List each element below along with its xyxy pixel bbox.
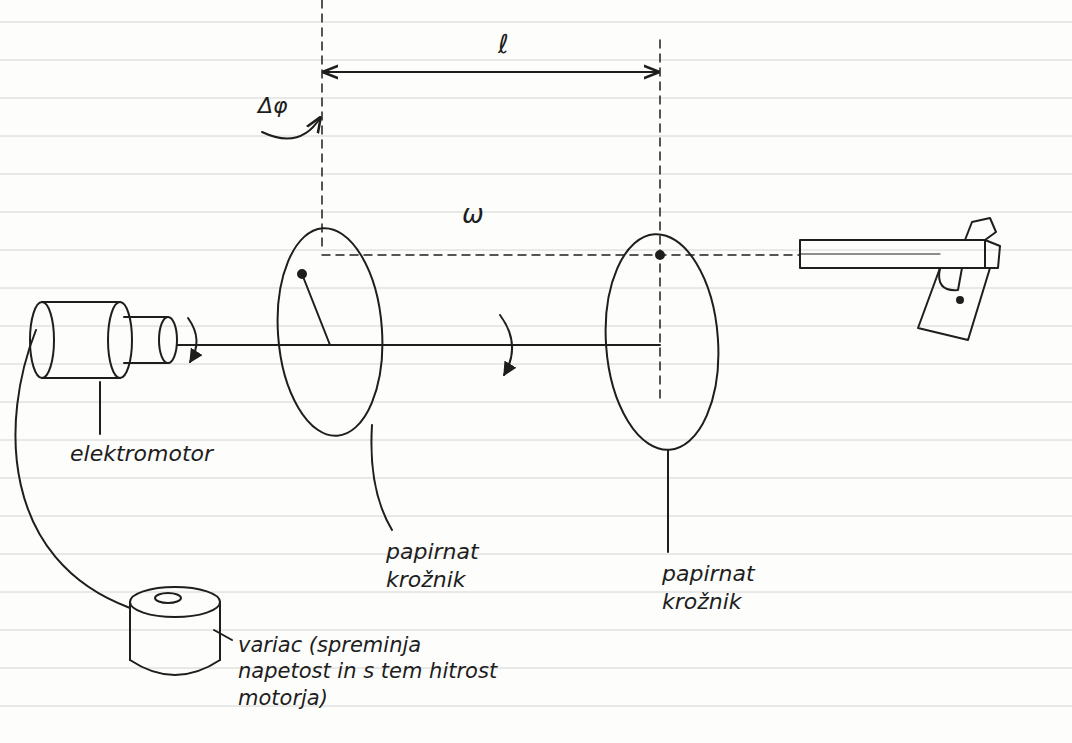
leader-line xyxy=(214,630,232,640)
length-label: ℓ xyxy=(498,28,509,61)
ruled-lines xyxy=(0,22,1072,706)
part-name: variac (spreminja napetost in s tem hitr… xyxy=(238,632,518,711)
leader-line xyxy=(371,425,392,530)
angular-speed-label: ω xyxy=(462,198,484,231)
bullet-path xyxy=(322,254,800,256)
part-name: papirnat krožnik xyxy=(386,538,496,593)
rotation-arrow xyxy=(188,318,197,362)
angle-arc xyxy=(262,118,320,138)
leader-line xyxy=(99,382,101,434)
bullet-hole xyxy=(656,251,664,259)
radius-line xyxy=(302,274,330,345)
leader-line xyxy=(667,450,669,552)
paper-plate xyxy=(599,230,726,453)
part-name: papirnat krožnik xyxy=(662,560,772,615)
motor-symbol xyxy=(30,302,177,378)
part-name: elektromotor xyxy=(70,440,213,468)
variac-symbol xyxy=(130,587,220,675)
pistol-symbol xyxy=(800,218,1000,340)
paper-plate xyxy=(271,225,389,440)
axle xyxy=(177,344,660,346)
rotation-arrow xyxy=(500,315,512,375)
angle-label: Δφ xyxy=(258,92,288,120)
length-arrow xyxy=(324,71,658,73)
wire xyxy=(15,330,130,608)
bullet-hole xyxy=(298,270,306,278)
reference-line xyxy=(321,0,323,250)
